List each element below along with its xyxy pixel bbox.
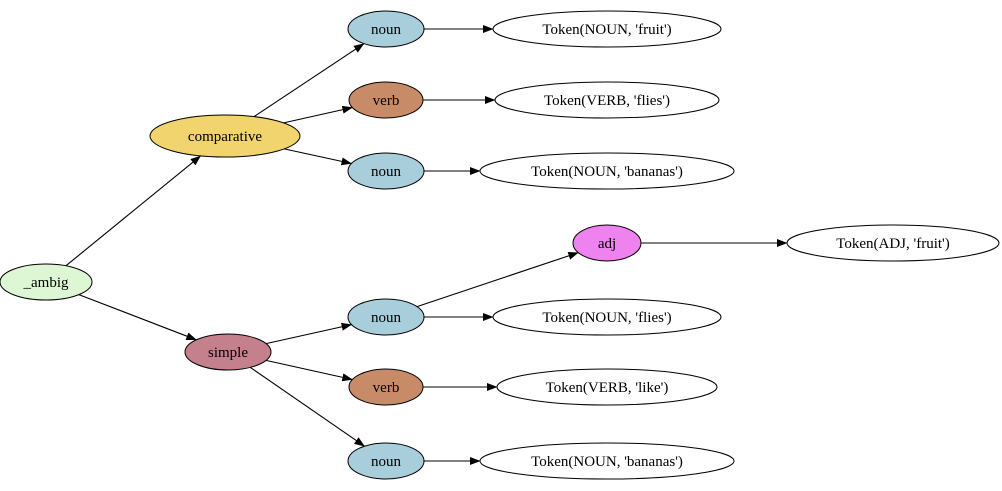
noun1-label: noun (371, 22, 402, 38)
verb1-label: verb (373, 93, 400, 109)
edge-comparative-to-verb1 (283, 105, 353, 124)
noun2-ellipse (347, 152, 425, 190)
verb2-label: verb (373, 380, 400, 396)
edge-comparative-to-noun1 (253, 43, 365, 118)
node-tok-noun-fruit: Token(NOUN, 'fruit') (492, 10, 722, 48)
tok-noun-flies-ellipse (492, 298, 722, 336)
noun3-label: noun (371, 310, 402, 326)
nodes-layer: _ambig comparative simple noun verb noun noun v… (0, 10, 1000, 480)
tok-verb-flies-ellipse (494, 81, 720, 119)
edges-layer (65, 25, 788, 465)
edge-ambig-to-simple (78, 294, 197, 341)
node-tok-noun-flies: Token(NOUN, 'flies') (492, 298, 722, 336)
adj-ellipse (572, 224, 642, 262)
tok-noun-fruit-ellipse (492, 10, 722, 48)
node-adj: adj (572, 224, 642, 262)
tok-verb-like-label: Token(VERB, 'like') (546, 380, 669, 396)
tok-noun-flies-label: Token(NOUN, 'flies') (542, 310, 671, 326)
noun1-ellipse (347, 10, 425, 48)
tok-adj-fruit-ellipse (786, 224, 1000, 262)
tok-noun-bananas1-ellipse (479, 152, 735, 190)
node-noun4: noun (347, 442, 425, 480)
node-tok-verb-like: Token(VERB, 'like') (496, 368, 718, 406)
tok-adj-fruit-label: Token(ADJ, 'fruit') (836, 236, 950, 252)
edge-noun3-to-adj (416, 251, 579, 308)
edge-comparative-to-noun2 (284, 148, 352, 166)
node-ambig: _ambig (0, 263, 93, 301)
noun3-ellipse (347, 298, 425, 336)
edge-ambig-to-comparative (65, 155, 201, 267)
tok-noun-fruit-label: Token(NOUN, 'fruit') (542, 22, 671, 38)
node-comparative: comparative (149, 114, 301, 158)
node-tok-noun-bananas2: Token(NOUN, 'bananas') (479, 442, 735, 480)
comparative-ellipse (149, 114, 301, 158)
ambig-label: _ambig (23, 275, 69, 291)
tok-verb-flies-label: Token(VERB, 'flies') (544, 93, 670, 109)
comparative-label: comparative (188, 129, 262, 145)
edge-simple-to-verb2 (265, 359, 353, 382)
node-verb2: verb (348, 368, 424, 406)
tok-noun-bananas1-label: Token(NOUN, 'bananas') (531, 164, 683, 180)
node-verb1: verb (348, 81, 424, 119)
tok-noun-bananas2-label: Token(NOUN, 'bananas') (531, 454, 683, 470)
tok-verb-like-ellipse (496, 368, 718, 406)
noun4-label: noun (371, 454, 402, 470)
simple-label: simple (208, 345, 248, 361)
node-tok-verb-flies: Token(VERB, 'flies') (494, 81, 720, 119)
node-tok-noun-bananas1: Token(NOUN, 'bananas') (479, 152, 735, 190)
ambig-ellipse (0, 263, 93, 301)
edge-simple-to-noun4 (249, 366, 365, 447)
node-tok-adj-fruit: Token(ADJ, 'fruit') (786, 224, 1000, 262)
node-noun1: noun (347, 10, 425, 48)
noun2-label: noun (371, 164, 402, 180)
edge-simple-to-noun3 (265, 322, 353, 345)
tok-noun-bananas2-ellipse (479, 442, 735, 480)
verb1-ellipse (348, 81, 424, 119)
simple-ellipse (184, 333, 272, 371)
verb2-ellipse (348, 368, 424, 406)
node-noun3: noun (347, 298, 425, 336)
noun4-ellipse (347, 442, 425, 480)
node-simple: simple (184, 333, 272, 371)
node-noun2: noun (347, 152, 425, 190)
adj-label: adj (598, 236, 616, 252)
